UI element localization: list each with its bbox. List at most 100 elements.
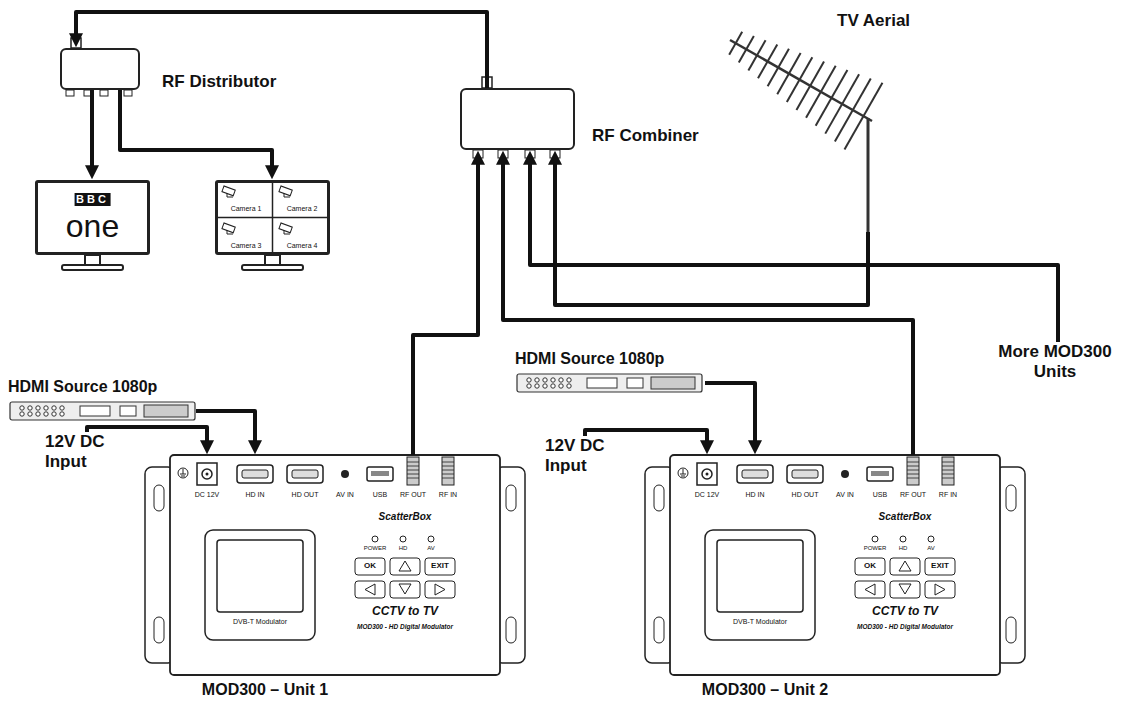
- panel-label: OK: [864, 561, 876, 570]
- node-label: 12V DC Input: [45, 432, 127, 471]
- rf-distributor-ports: [66, 38, 132, 96]
- power-input-label: 12V DC Input: [545, 436, 627, 475]
- panel-label: POWER: [864, 545, 887, 552]
- drawing-part: [525, 150, 535, 158]
- panel-label: RF OUT: [400, 491, 426, 499]
- monitor-stands: [62, 255, 303, 270]
- drawing-part: [71, 38, 81, 48]
- drawing-part: [550, 150, 560, 158]
- panel-label: USB: [873, 491, 887, 499]
- drawing-part: [729, 32, 882, 150]
- panel-label: ScatterBox: [879, 511, 932, 523]
- drawing-part: [100, 90, 108, 96]
- drawing-part: [62, 265, 123, 270]
- panel-label: EXIT: [931, 561, 949, 570]
- hdmi-source-device: [517, 374, 702, 392]
- node-label: HDMI Source 1080p: [8, 378, 157, 396]
- panel-label: DVB-T Modulator: [733, 618, 787, 626]
- panel-label: DVB-T Modulator: [233, 618, 287, 626]
- node-label: MOD300 – Unit 2: [702, 681, 828, 699]
- drawing-part: [730, 40, 872, 121]
- panel-label: RF OUT: [900, 491, 926, 499]
- drawing-part: [222, 223, 235, 234]
- panel-label: RF IN: [939, 491, 957, 499]
- panel-label: MOD300 - HD Digital Modulator: [357, 623, 453, 630]
- coax-cable: [120, 90, 272, 168]
- panel-label: AV: [427, 545, 435, 552]
- aerial-element: [787, 57, 812, 102]
- panel-label: USB: [373, 491, 387, 499]
- node-label: 12V DC Input: [545, 436, 627, 475]
- panel-label: DC 12V: [195, 491, 220, 499]
- drawing-part: [473, 150, 483, 158]
- aerial-element: [739, 36, 754, 62]
- cctv-monitor: Camera 1Camera 2Camera 3Camera 4: [215, 180, 330, 255]
- drawing-part: [76, 12, 1058, 455]
- hdmi-source: HDMI Source 1080p: [515, 350, 705, 394]
- aerial-element: [748, 40, 765, 70]
- panel-label: CCTV to TV: [872, 605, 938, 619]
- node-label: RF Distributor: [162, 72, 276, 92]
- panel-label: AV IN: [836, 491, 854, 499]
- panel-label: RF IN: [439, 491, 457, 499]
- panel-label: Camera 3: [231, 242, 262, 250]
- panel-label: HD OUT: [792, 491, 819, 499]
- node-label: HDMI Source 1080p: [515, 350, 664, 368]
- panel-label: DC 12V: [695, 491, 720, 499]
- node-label: BBC: [74, 193, 111, 206]
- tv-aerial: [729, 32, 882, 232]
- rf-distributor: RF Distributor: [60, 48, 140, 90]
- panel-label: HD: [399, 545, 408, 552]
- drawing-part: [279, 186, 292, 197]
- drawing-part: [217, 217, 328, 219]
- more-units-label: More MOD300 Units: [985, 342, 1125, 381]
- panel-label: HD IN: [745, 491, 764, 499]
- coax-cable: [76, 12, 487, 88]
- modulator-unit: MOD300 – Unit 1DC 12VHD INHD OUTAV INUSB…: [145, 455, 525, 675]
- modulator-housing: [645, 455, 1025, 675]
- aerial-element: [729, 32, 742, 55]
- node-label: TV Aerial: [837, 11, 910, 31]
- node-label: RF Combiner: [592, 126, 699, 146]
- aerial-element: [816, 70, 848, 126]
- panel-label: HD OUT: [292, 491, 319, 499]
- rf-combiner: RF Combiner: [460, 88, 575, 150]
- panel-label: AV IN: [336, 491, 354, 499]
- panel-label: EXIT: [431, 561, 449, 570]
- panel-label: HD IN: [245, 491, 264, 499]
- aerial-element: [844, 83, 882, 150]
- node-label: Camera 1: [231, 205, 262, 213]
- modulator-housing: [145, 455, 525, 675]
- coax-cable: [413, 162, 478, 455]
- coax-cable: [705, 383, 755, 443]
- node-label: More MOD300 Units: [985, 342, 1125, 381]
- coax-cable: [87, 427, 207, 443]
- panel-label: one: [66, 208, 119, 245]
- panel-label: CCTV to TV: [372, 605, 438, 619]
- aerial-element: [825, 74, 859, 133]
- drawing-part: [279, 223, 292, 234]
- drawing-part: [867, 118, 870, 232]
- aerial-element: [835, 79, 871, 142]
- drawing-part: [66, 90, 74, 96]
- panel-label: HD: [899, 545, 908, 552]
- hdmi-source-device: [10, 402, 195, 420]
- drawing-part: [124, 90, 132, 96]
- drawing-part: [498, 150, 508, 158]
- panel-label: OK: [364, 561, 376, 570]
- panel-label: AV: [927, 545, 935, 552]
- panel-label: MOD300 - HD Digital Modulator: [857, 623, 953, 630]
- aerial-element: [777, 53, 800, 94]
- coax-cable: [555, 162, 868, 305]
- power-input-label: 12V DC Input: [45, 432, 127, 471]
- aerial-element: [796, 62, 824, 110]
- modulator-unit: MOD300 – Unit 2DC 12VHD INHD OUTAV INUSB…: [645, 455, 1025, 675]
- tv-monitor: BBC one: [35, 180, 150, 255]
- camera-grid: [217, 182, 328, 253]
- coax-cable: [530, 162, 1058, 342]
- drawing-part: [242, 265, 303, 270]
- node-label: MOD300 – Unit 1: [202, 681, 328, 699]
- panel-label: Camera 4: [287, 242, 318, 250]
- drawing-part: [85, 255, 100, 265]
